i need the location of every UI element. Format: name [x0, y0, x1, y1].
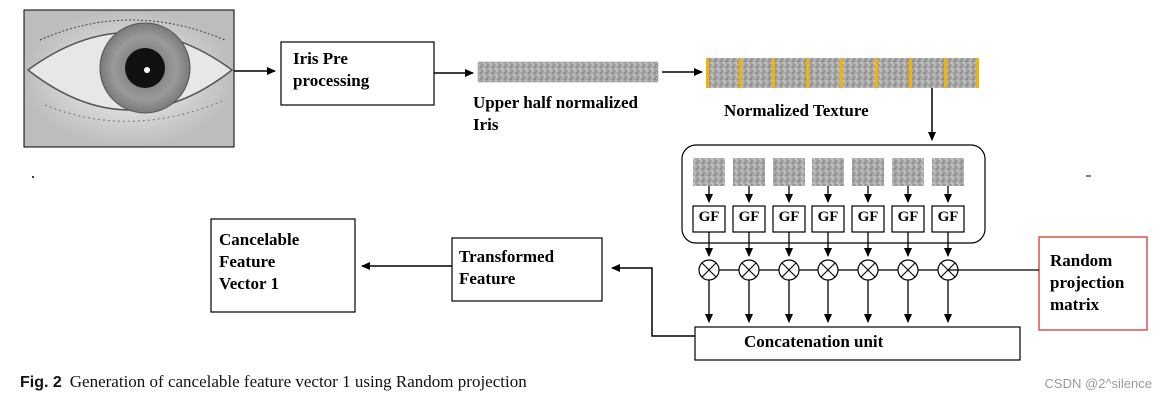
multiplier-icon — [817, 259, 839, 281]
normalized-texture-strip — [706, 58, 979, 88]
transformed-feature-box — [451, 237, 603, 302]
gf-label: GF — [897, 209, 919, 225]
transformed-feature-label: Transformed Feature — [459, 247, 555, 288]
watermark: CSDN @2^silence — [1044, 376, 1152, 391]
arrow-concat-to-transformed — [611, 264, 695, 337]
concatenation-unit-box — [694, 326, 1021, 361]
gf-label: GF — [778, 209, 800, 225]
texture-block — [693, 158, 725, 186]
figure-label: Fig. 2 — [20, 374, 62, 391]
texture-block — [733, 158, 765, 186]
random-projection-matrix-box — [1038, 236, 1148, 331]
gf-box — [891, 205, 925, 233]
texture-separator — [909, 58, 912, 88]
multiplier-icon — [738, 259, 760, 281]
texture-separator — [806, 58, 809, 88]
gf-label: GF — [817, 209, 839, 225]
gf-label: GF — [857, 209, 879, 225]
gf-label: GF — [698, 209, 720, 225]
texture-separator — [840, 58, 843, 88]
eye-image — [23, 9, 235, 148]
texture-block — [892, 158, 924, 186]
texture-separator — [976, 58, 979, 88]
multiplier-icon — [698, 259, 720, 281]
concatenation-unit-label: Concatenation unit — [744, 332, 884, 351]
texture-block — [773, 158, 805, 186]
texture-blocks — [692, 158, 965, 323]
normalized-texture-label: Normalized Texture — [724, 101, 869, 120]
upper-half-iris-strip — [477, 61, 659, 83]
gf-label: GF — [937, 209, 959, 225]
iris-preprocessing-label: Iris Pre processing — [293, 49, 370, 90]
cancelable-feature-box — [210, 218, 356, 313]
gf-box — [692, 205, 726, 233]
texture-block — [812, 158, 844, 186]
texture-separator — [739, 58, 742, 88]
multiplier-icon — [897, 259, 919, 281]
random-projection-label: Random projection matrix — [1050, 251, 1125, 314]
figure-caption: Fig. 2 Generation of cancelable feature v… — [20, 372, 527, 392]
gf-box — [851, 205, 885, 233]
gf-box — [811, 205, 845, 233]
texture-separator — [706, 58, 709, 88]
texture-block — [932, 158, 964, 186]
gf-box — [732, 205, 766, 233]
texture-separator — [875, 58, 878, 88]
stray-dot — [32, 176, 34, 178]
texture-separator — [944, 58, 947, 88]
upper-half-iris-label: Upper half normalized Iris — [473, 93, 638, 134]
texture-separator — [772, 58, 775, 88]
multiplier-icon — [857, 259, 879, 281]
figure-caption-text: Generation of cancelable feature vector … — [69, 372, 527, 391]
multiplier-icon — [778, 259, 800, 281]
gf-label: GF — [738, 209, 760, 225]
texture-block — [852, 158, 884, 186]
cancelable-feature-label: Cancelable Feature Vector 1 — [219, 230, 300, 293]
